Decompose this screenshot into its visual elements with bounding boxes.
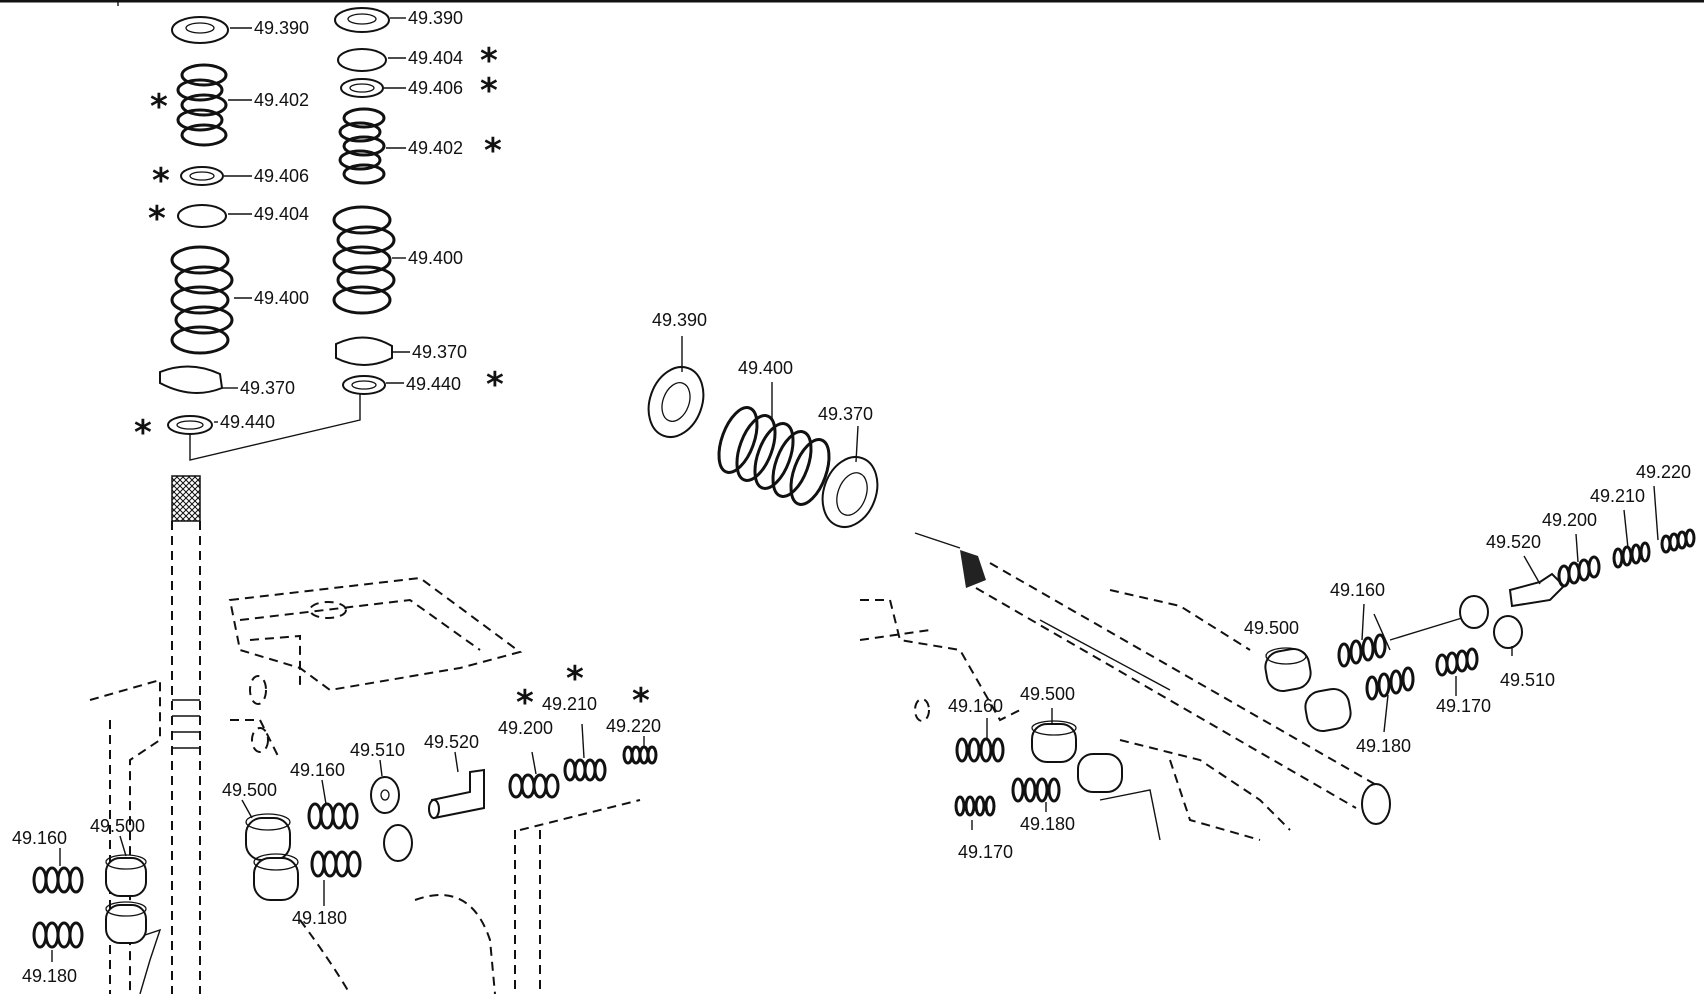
label-49400-mid: 49.400 — [408, 248, 463, 268]
label-49170-right-a: 49.170 — [1436, 696, 1491, 716]
ring-49406-mid — [340, 78, 384, 98]
middle-spring-stack — [332, 7, 396, 395]
label-49160-a: 49.160 — [12, 828, 67, 848]
label-49390-mid: 49.390 — [408, 8, 463, 28]
leader-to-shaft — [189, 394, 361, 461]
label-49510-left: 49.510 — [350, 740, 405, 760]
asterisk-49220-left: * — [632, 681, 650, 721]
spring-49400-mid — [332, 205, 396, 315]
label-49500-right-a: 49.500 — [1244, 618, 1299, 638]
label-49500-a: 49.500 — [90, 816, 145, 836]
washer-49390-mid — [334, 7, 390, 33]
label-49160-right-a: 49.160 — [1330, 580, 1385, 600]
label-49402-left: 49.402 — [254, 90, 309, 110]
leader-lines — [51, 17, 1659, 962]
label-49170-right-b: 49.170 — [958, 842, 1013, 862]
label-49440-mid: 49.440 — [406, 374, 461, 394]
label-49510-right: 49.510 — [1500, 670, 1555, 690]
left-housing — [89, 475, 641, 994]
label-49160-b: 49.160 — [290, 760, 345, 780]
asterisk-49404-left: * — [148, 199, 166, 239]
asterisk-49210-left: * — [566, 659, 584, 699]
label-49406-left: 49.406 — [254, 166, 309, 186]
label-49390-right: 49.390 — [652, 310, 707, 330]
ring-49406-left — [180, 166, 224, 186]
spring-49402-left — [176, 63, 228, 147]
asterisk-49402-mid: * — [484, 131, 502, 171]
label-49370-left: 49.370 — [240, 378, 295, 398]
label-49180-right-b: 49.180 — [1020, 814, 1075, 834]
label-49520-right: 49.520 — [1486, 532, 1541, 552]
label-49404-mid: 49.404 — [408, 48, 463, 68]
spring-49400-left — [170, 245, 234, 355]
asterisk-markers: * * * * * * * * * * * — [134, 41, 650, 723]
label-49440-left: 49.440 — [220, 412, 275, 432]
asterisk-49200-left: * — [516, 683, 534, 723]
clip-49440-left — [167, 415, 213, 435]
asterisk-49440-left: * — [134, 413, 152, 453]
label-49200-right: 49.200 — [1542, 510, 1597, 530]
spring-49402-mid — [338, 107, 386, 185]
label-49500-right-b: 49.500 — [1020, 684, 1075, 704]
label-49406-mid: 49.406 — [408, 78, 463, 98]
asterisk-49406-left: * — [152, 161, 170, 201]
right-assembly — [647, 366, 1696, 841]
label-49370-right: 49.370 — [818, 404, 873, 424]
retainer-49370-left — [159, 365, 224, 394]
label-49402-mid: 49.402 — [408, 138, 463, 158]
asterisk-49402-left: * — [150, 87, 168, 127]
disc-49404-mid — [337, 48, 387, 72]
callout-labels: 49.390 49.402 49.406 49.404 49.400 49.37… — [12, 8, 1691, 986]
label-49210-right: 49.210 — [1590, 486, 1645, 506]
asterisk-49440-mid: * — [486, 365, 504, 405]
label-49400-right: 49.400 — [738, 358, 793, 378]
retainer-49370-mid — [335, 336, 393, 366]
asterisk-49404-mid: * — [480, 41, 498, 81]
left-spring-stack — [159, 16, 234, 435]
label-49390-left: 49.390 — [254, 18, 309, 38]
clip-49440-mid — [342, 375, 386, 395]
label-49500-b: 49.500 — [222, 780, 277, 800]
label-49160-right-b: 49.160 — [948, 696, 1003, 716]
label-49520-left: 49.520 — [424, 732, 479, 752]
label-49180-b: 49.180 — [292, 908, 347, 928]
asterisk-49406-mid: * — [480, 71, 498, 111]
disc-49404-left — [177, 204, 227, 228]
label-49210-left: 49.210 — [542, 694, 597, 714]
washer-49390-left — [171, 16, 229, 44]
label-49200-left: 49.200 — [498, 718, 553, 738]
label-49180-a: 49.180 — [22, 966, 77, 986]
label-49400-left: 49.400 — [254, 288, 309, 308]
label-49404-left: 49.404 — [254, 204, 309, 224]
left-valve-parts — [32, 745, 658, 949]
label-49370-mid: 49.370 — [412, 342, 467, 362]
label-49220-left: 49.220 — [606, 716, 661, 736]
label-49180-right-a: 49.180 — [1356, 736, 1411, 756]
label-49220-right: 49.220 — [1636, 462, 1691, 482]
